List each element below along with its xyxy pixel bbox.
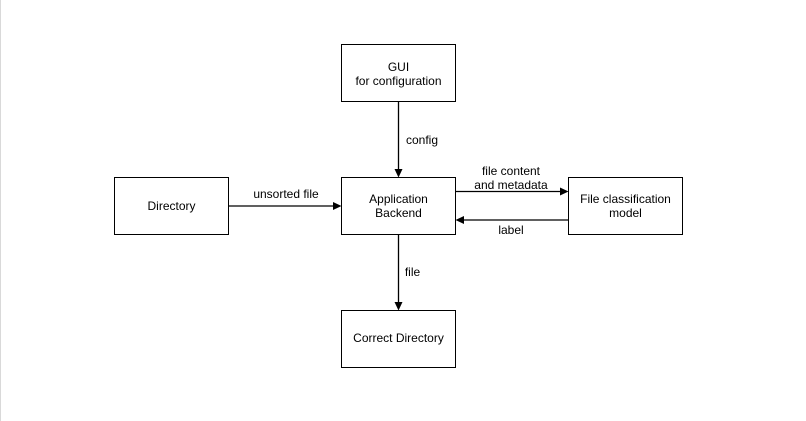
gui-node: GUI for configuration [341, 44, 456, 102]
directory-node-label: Directory [147, 199, 195, 213]
classifier-node: File classification model [568, 177, 683, 235]
file-content-edge-arrowhead [560, 187, 569, 196]
file-edge-arrowhead [394, 302, 403, 311]
correct-directory-node: Correct Directory [341, 310, 456, 368]
backend-node-box [341, 177, 456, 235]
config-edge-label: config [406, 133, 438, 147]
correct-directory-node-label: Correct Directory [353, 331, 444, 345]
backend-node-label-line1: Application [369, 192, 428, 206]
backend-node-label-line2: Backend [375, 206, 422, 220]
gui-node-label-line1: GUI [388, 60, 409, 74]
label-edge-label: label [498, 223, 523, 237]
directory-node: Directory [114, 177, 229, 235]
label-edge-arrowhead [455, 216, 464, 224]
page-left-border [0, 0, 1, 421]
gui-node-label-line2: for configuration [355, 74, 441, 88]
classifier-node-label-line2: model [609, 206, 642, 220]
unsorted-file-edge-arrowhead [333, 202, 342, 210]
file-edge: file [394, 234, 421, 311]
label-edge: label [455, 216, 569, 237]
directory-node-box [114, 177, 229, 235]
correct-directory-node-box [341, 310, 456, 368]
config-edge: config [394, 101, 438, 178]
file-content-edge-label-line1: file content [482, 164, 541, 178]
classifier-node-box [568, 177, 683, 235]
file-content-edge: file content and metadata [455, 164, 569, 196]
unsorted-file-edge: unsorted file [228, 187, 342, 210]
backend-node: Application Backend [341, 177, 456, 235]
file-content-edge-label-line2: and metadata [474, 178, 548, 192]
unsorted-file-edge-label: unsorted file [253, 187, 319, 201]
classifier-node-label-line1: File classification [580, 192, 671, 206]
config-edge-arrowhead [394, 169, 403, 178]
file-edge-label: file [405, 265, 421, 279]
